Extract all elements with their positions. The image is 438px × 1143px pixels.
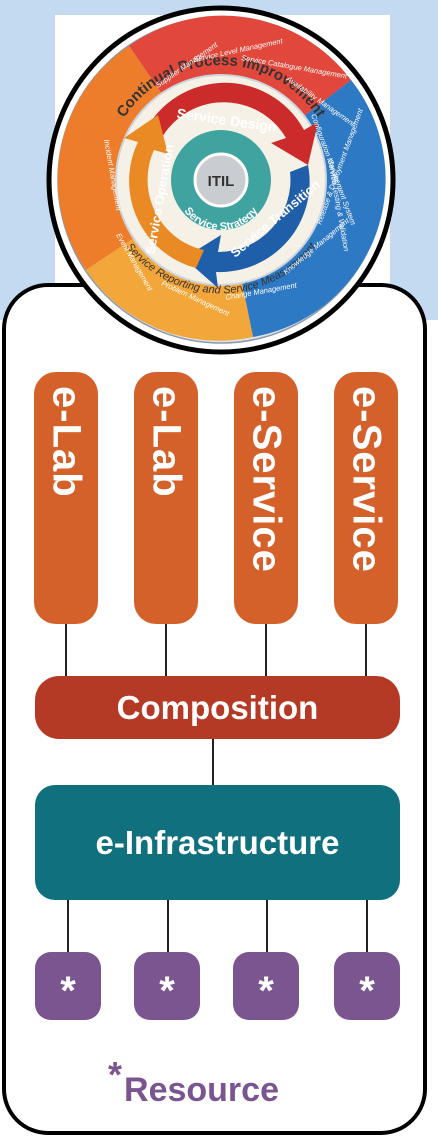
connector-line [366,900,368,952]
itil-core [193,152,249,208]
connector-line [65,624,67,676]
service-design-arrow [141,82,318,165]
resource-box: * [334,952,400,1020]
resource-box: * [233,952,299,1020]
pillar-e-service-1: e-Service [234,372,298,624]
itil-lifecycle-diagram: ITIL Continual Process Improvement Servi… [46,5,396,355]
connector-line [266,900,268,952]
legend-label: Resource [124,1071,279,1109]
pillar-e-lab-2: e-Lab [134,372,198,624]
service-transition-arrow [184,165,310,288]
connector-line [167,900,169,952]
connector-line [265,624,267,676]
pillar-label: e-Lab [144,386,189,498]
resource-legend: *Resource [108,1054,279,1110]
pillar-label: e-Lab [44,386,89,498]
pillar-label: e-Service [344,386,389,573]
legend-star: * [108,1054,123,1095]
service-operation-arrow [124,115,204,268]
composition-box: Composition [35,676,400,739]
connector-line [212,739,214,785]
itil-core-label: ITIL [208,173,235,190]
e-infrastructure-box: e-Infrastructure [35,785,400,900]
pillar-e-lab-1: e-Lab [34,372,98,624]
resource-box: * [35,952,101,1020]
connector-line [365,624,367,676]
pillar-label: e-Service [244,386,289,573]
connector-line [67,900,69,952]
pillar-e-service-2: e-Service [334,372,398,624]
resource-box: * [134,952,200,1020]
connector-line [165,624,167,676]
